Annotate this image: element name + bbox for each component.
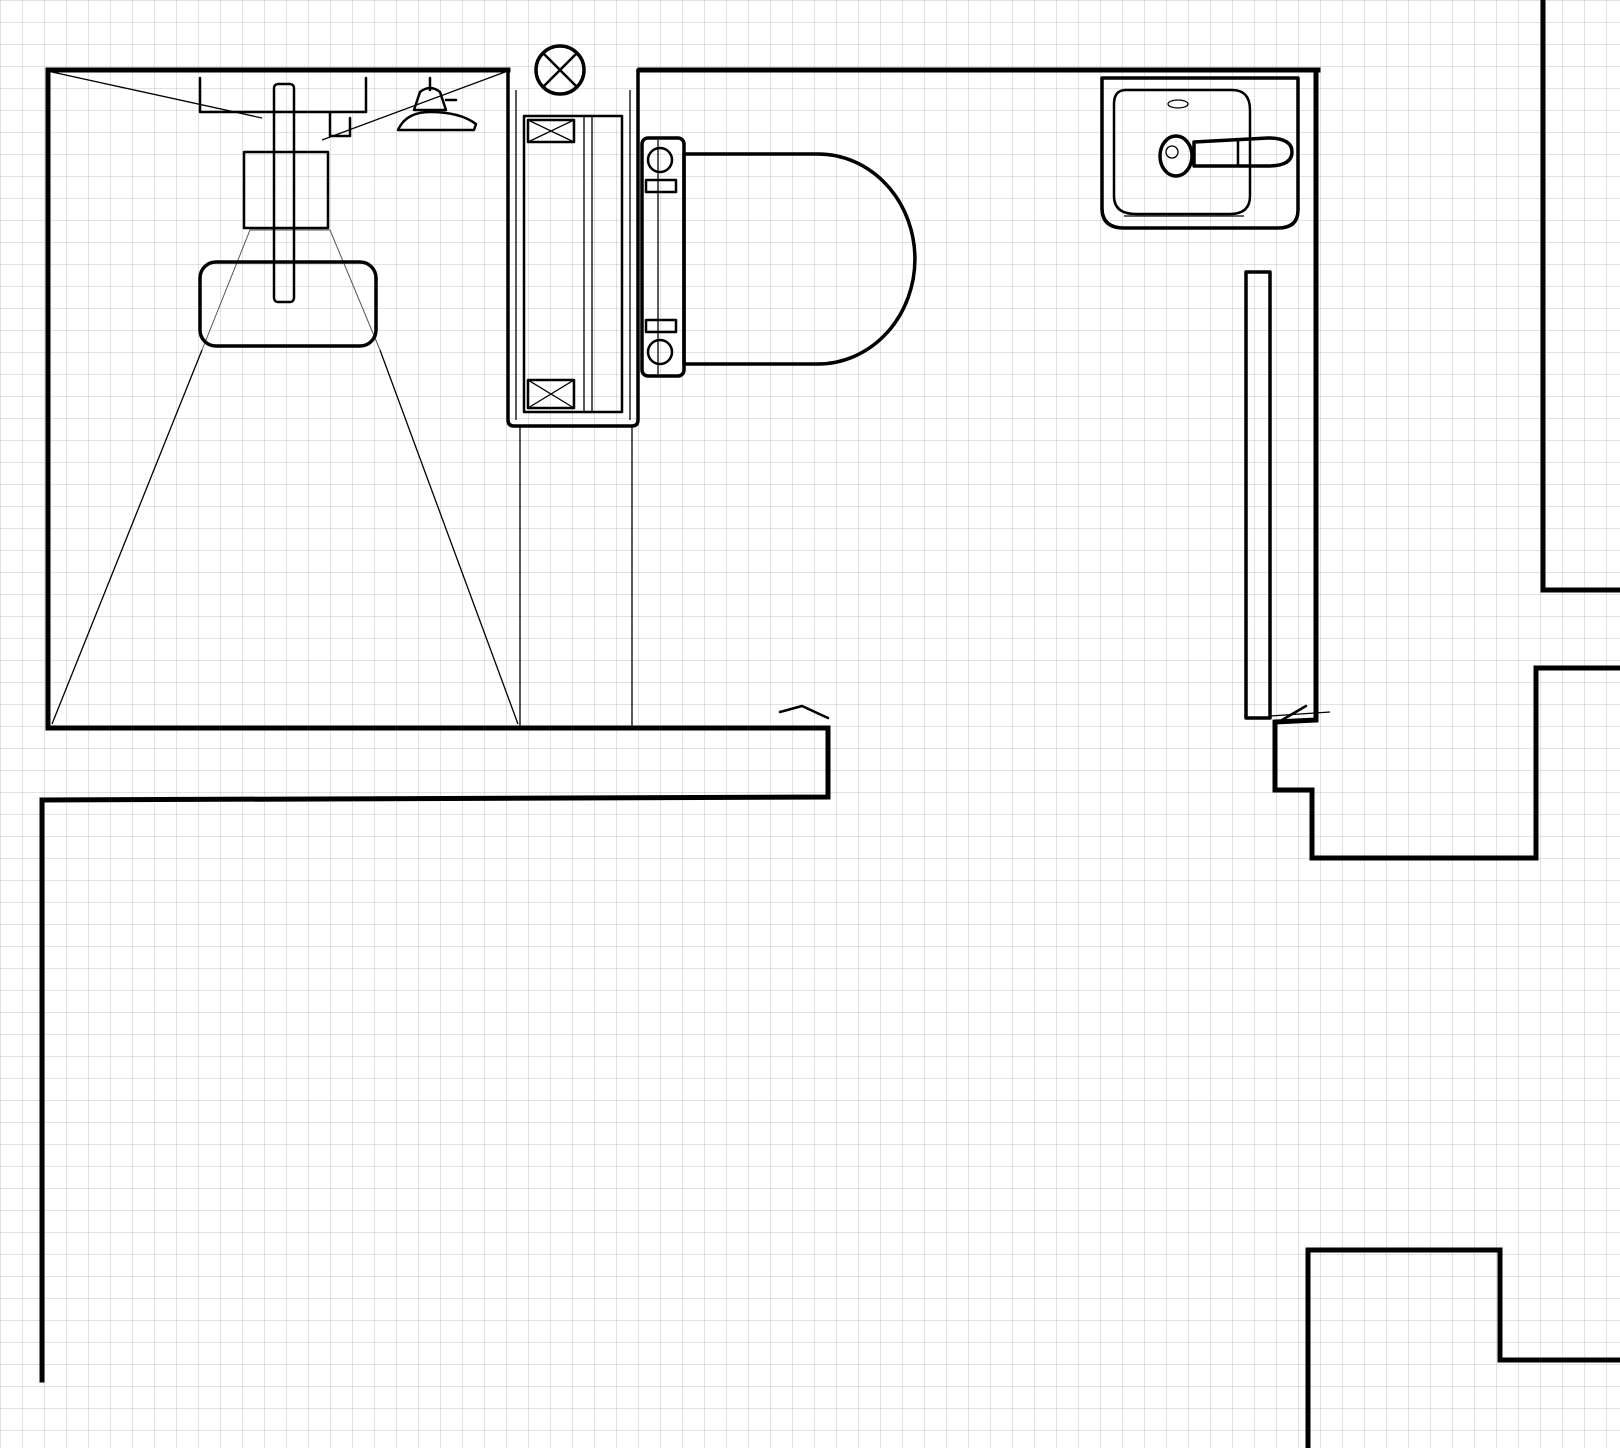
- duct-inner-walls: [515, 90, 631, 420]
- shower-tray: [198, 260, 378, 348]
- basin-tap-base: [1158, 134, 1194, 178]
- ventilation-fan-icon: [534, 44, 586, 96]
- duct-column: [506, 44, 640, 726]
- shower-mixer-top: [198, 76, 368, 114]
- shower-area: [51, 71, 519, 725]
- radiator-panel: [1244, 270, 1272, 720]
- shower-mixer-body: [242, 150, 330, 230]
- toilet-button-bottom: [646, 338, 674, 366]
- toilet-icon: [640, 136, 917, 378]
- shower-head-icon: [396, 76, 478, 132]
- walls: [39, 0, 1620, 1448]
- bottom-right-wall: [1305, 1247, 1620, 1448]
- shower-diagonal-right: [321, 71, 506, 141]
- shower-diagonal-left: [51, 71, 263, 119]
- partition-wall: [39, 725, 831, 803]
- door-stub: [778, 704, 830, 720]
- duct-divider: [583, 116, 593, 412]
- far-right-wall: [1540, 0, 1620, 593]
- shower-rail: [272, 82, 296, 304]
- duct-boxing-outer: [506, 68, 640, 428]
- towel-radiator-icon: [1244, 270, 1331, 722]
- duct-cross-bottom: [526, 378, 576, 410]
- right-wall-lower: [1272, 67, 1620, 861]
- shower-funnel-top: [201, 229, 381, 351]
- washbasin-icon: [1100, 76, 1300, 230]
- basin-overflow: [1167, 99, 1189, 109]
- basin-counter: [1100, 76, 1300, 230]
- shower-mixer-knob: [328, 110, 352, 138]
- basin-tap-spout: [1192, 136, 1294, 168]
- basin-bowl: [1112, 88, 1252, 216]
- shower-funnel-right: [379, 349, 519, 725]
- toilet-bowl: [682, 152, 917, 366]
- shower-funnel-left: [51, 349, 203, 725]
- toilet-button-top: [646, 146, 674, 174]
- duct-cross-top: [526, 118, 576, 144]
- duct-boxing-inner: [522, 114, 624, 414]
